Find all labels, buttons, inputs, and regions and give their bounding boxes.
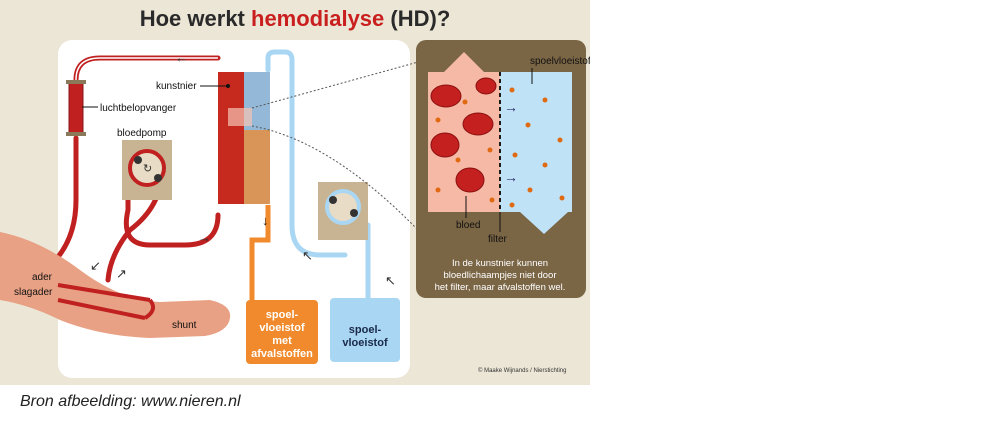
waste-particle	[512, 152, 518, 158]
waste-particle	[525, 122, 531, 128]
waste-particle	[527, 187, 533, 193]
waste-particle	[462, 99, 468, 105]
blood-flow-up-arrow	[444, 52, 484, 72]
arm-vessels	[57, 283, 156, 320]
flow-arrow: ↖	[385, 273, 396, 288]
waste-tubing	[249, 205, 271, 300]
blood-tubing-highlight	[75, 57, 218, 110]
waste-particle	[542, 162, 548, 168]
red-blood-cells	[430, 77, 497, 193]
label-shunt: shunt	[172, 320, 197, 331]
label-luchtbelopvanger: luchtbelopvanger	[100, 103, 177, 114]
flow-arrows: ← → ↓ ↖ ↖ ↙ ↗	[90, 50, 396, 288]
waste-particles	[435, 87, 565, 208]
title-prefix: Hoe werkt	[139, 6, 251, 31]
dialysate-tubing	[265, 49, 371, 303]
dialysate-flow-down-arrow	[520, 212, 568, 234]
flow-arrow: →	[504, 99, 518, 115]
can-fresh-line2: vloeistof	[342, 337, 388, 349]
blood-cell	[475, 77, 497, 95]
flow-arrow: →	[504, 169, 518, 185]
zoom-labels: spoelvloeistof bloed filter	[456, 56, 590, 245]
patient-arm	[0, 232, 231, 338]
waste-particle	[509, 202, 515, 208]
flow-arrow: →	[198, 230, 211, 245]
can-used-line1: spoel-	[266, 309, 299, 321]
title-suffix: (HD)?	[384, 6, 451, 31]
label-filter: filter	[488, 234, 508, 245]
label-bloedpomp: bloedpomp	[117, 128, 167, 139]
label-leader-dot	[226, 84, 230, 88]
kunstnier-waste-side	[244, 130, 270, 204]
flow-arrow: ↗	[116, 266, 127, 281]
info-line-1: In de kunstnier kunnen	[452, 258, 548, 269]
waste-particle	[559, 195, 565, 201]
pump-roller	[329, 196, 337, 204]
pump-roller	[350, 209, 358, 217]
membrane-arrows: → →	[504, 99, 518, 185]
figure-title: Hoe werkt hemodialyse (HD)?	[0, 6, 590, 32]
waste-particle	[435, 117, 441, 123]
pump-roller	[154, 174, 162, 182]
waste-particle	[455, 157, 461, 163]
zoom-lines	[251, 61, 419, 231]
diagram-svg: ↻ ← → ↓ ↖ ↖ ↙ ↗	[0, 40, 590, 378]
container-fresh-labels: spoel- vloeistof	[342, 324, 388, 349]
flow-arrow: ←	[175, 50, 188, 65]
label-ader: ader	[32, 272, 53, 283]
label-kunstnier: kunstnier	[156, 81, 197, 92]
pump-roller	[134, 156, 142, 164]
label-bloed: bloed	[456, 220, 480, 231]
info-line-3: het filter, maar afvalstoffen wel.	[435, 282, 566, 293]
image-credit: © Maake Wijnands / Nierstichting	[478, 367, 566, 374]
flow-arrow: ↓	[262, 213, 269, 228]
flow-arrow: ↖	[302, 248, 313, 263]
zoom-info-text: In de kunstnier kunnen bloedlichaampjes …	[435, 258, 566, 293]
can-fresh-line1: spoel-	[349, 324, 382, 336]
can-used-line4: afvalstoffen	[251, 348, 313, 360]
container-labels: spoel- vloeistof met afvalstoffen	[251, 309, 313, 360]
rotation-icon: ↻	[143, 163, 152, 175]
waste-particle	[542, 97, 548, 103]
diagram-labels: kunstnier luchtbelopvanger bloedpomp ade…	[14, 81, 230, 331]
bubble-cap-top	[66, 80, 86, 84]
dialysate-pump-rotor	[325, 189, 361, 225]
luchtbelopvanger-device	[68, 81, 84, 135]
label-spoelvloeistof: spoelvloeistof	[530, 56, 590, 67]
blood-cell	[430, 132, 460, 158]
kunstnier-zoom-area	[228, 108, 252, 126]
can-used-line2: vloeistof	[259, 322, 305, 334]
waste-particle	[435, 187, 441, 193]
bubble-cap-bottom	[66, 132, 86, 136]
flow-arrow: ↙	[90, 258, 101, 273]
label-slagader: slagader	[14, 287, 53, 298]
waste-particle	[557, 137, 563, 143]
blood-cell	[462, 112, 494, 136]
machine-panel	[58, 40, 410, 378]
title-highlight: hemodialyse	[251, 6, 385, 31]
blood-cell	[430, 84, 462, 108]
waste-particle	[487, 147, 493, 153]
can-used-line3: met	[272, 335, 292, 347]
waste-particle	[509, 87, 515, 93]
source-caption: Bron afbeelding: www.nieren.nl	[20, 393, 241, 410]
container-used	[246, 300, 318, 364]
info-line-2: bloedlichaampjes niet door	[443, 270, 556, 281]
waste-particle	[489, 197, 495, 203]
blood-cell	[455, 167, 485, 193]
hemodialysis-figure: Hoe werkt hemodialyse (HD)? ↻	[0, 0, 590, 385]
container-fresh	[330, 298, 400, 362]
